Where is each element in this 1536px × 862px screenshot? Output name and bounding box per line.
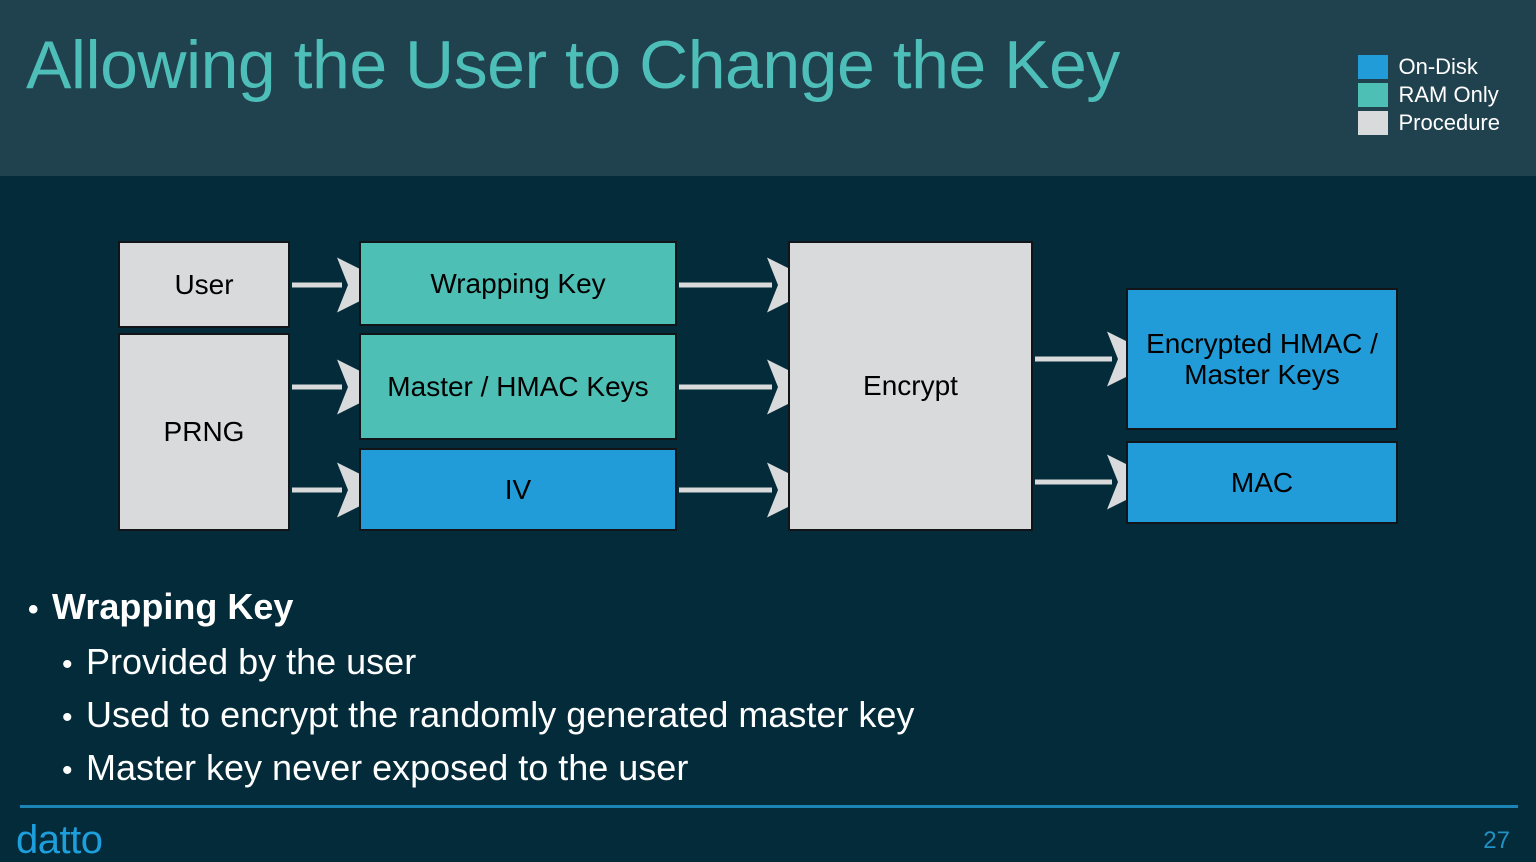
legend-item-procedure: Procedure <box>1358 110 1500 136</box>
legend-swatch-icon <box>1358 111 1389 135</box>
diagram-node-wrapping-key[interactable]: Wrapping Key <box>359 241 677 326</box>
diagram-node-mac[interactable]: MAC <box>1126 441 1398 524</box>
legend: On-Disk RAM Only Procedure <box>1358 54 1500 136</box>
legend-item-ram-only: RAM Only <box>1358 82 1500 108</box>
bullet-text: Master key never exposed to the user <box>86 747 689 788</box>
diagram-node-encrypted-hmac-master-keys[interactable]: Encrypted HMAC / Master Keys <box>1126 288 1398 430</box>
legend-item-on-disk: On-Disk <box>1358 54 1500 80</box>
bullet-item-level2: • Used to encrypt the randomly generated… <box>62 690 1320 743</box>
legend-swatch-icon <box>1358 55 1389 79</box>
legend-label: Procedure <box>1398 110 1500 135</box>
brand-logo: datto <box>16 818 103 862</box>
bullet-item-level2: • Master key never exposed to the user <box>62 743 1320 796</box>
diagram-node-master-hmac-keys[interactable]: Master / HMAC Keys <box>359 333 677 440</box>
page-title: Allowing the User to Change the Key <box>26 27 1120 103</box>
legend-label: RAM Only <box>1398 82 1499 107</box>
bullet-marker-icon: • <box>62 701 73 734</box>
diagram-node-user[interactable]: User <box>118 241 290 328</box>
bullet-item-level1: • Wrapping Key <box>20 582 1320 635</box>
page-number: 27 <box>1483 827 1510 854</box>
bullet-text: Provided by the user <box>86 641 417 682</box>
header-band <box>0 0 1536 176</box>
bullet-text: Used to encrypt the randomly generated m… <box>86 694 915 735</box>
bullet-marker-icon: • <box>62 648 73 681</box>
diagram-node-iv[interactable]: IV <box>359 448 677 531</box>
legend-label: On-Disk <box>1398 54 1478 79</box>
diagram-node-encrypt[interactable]: Encrypt <box>788 241 1033 531</box>
diagram-node-prng[interactable]: PRNG <box>118 333 290 531</box>
bullet-marker-icon: • <box>62 754 73 787</box>
bullet-list: • Wrapping Key • Provided by the user • … <box>20 582 1320 796</box>
legend-swatch-icon <box>1358 83 1389 107</box>
bullet-text: Wrapping Key <box>52 586 294 627</box>
bullet-marker-icon: • <box>28 593 39 626</box>
bullet-item-level2: • Provided by the user <box>62 637 1320 690</box>
footer-divider <box>20 805 1518 808</box>
